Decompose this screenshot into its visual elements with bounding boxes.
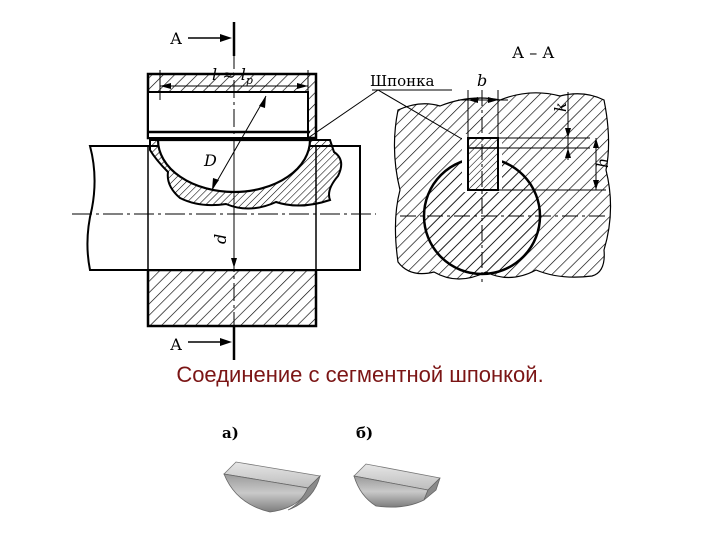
variant-a-label: а) [222, 424, 239, 442]
key-variant-b [353, 463, 441, 508]
key-section [467, 137, 499, 191]
section-title: А – А [512, 43, 554, 62]
variant-b-label: б) [356, 424, 373, 442]
caption: Соединение с сегментной шпонкой. [176, 362, 544, 387]
length-main: l ≈ l [212, 65, 246, 84]
section-mark-top: А [170, 29, 182, 48]
key-callout-label: Шпонка [370, 72, 435, 90]
key-variants: а) б) [222, 424, 441, 513]
section-mark-bottom: А [170, 335, 182, 354]
key-variant-a [223, 461, 321, 513]
longitudinal-view: А А l ≈ lp D d [72, 22, 376, 360]
dim-b-label: b [477, 71, 487, 90]
dim-h-label: h [593, 158, 612, 168]
length-subscript: p [246, 74, 253, 87]
diameter-key-label: D [203, 151, 217, 170]
diameter-shaft-label: d [211, 234, 230, 244]
hub-key-slot [147, 91, 309, 139]
cross-section-view: А – А b k h [393, 43, 612, 282]
length-label: l ≈ lp [212, 65, 253, 87]
dim-k-label: k [551, 102, 570, 112]
hub-bottom [146, 268, 318, 328]
